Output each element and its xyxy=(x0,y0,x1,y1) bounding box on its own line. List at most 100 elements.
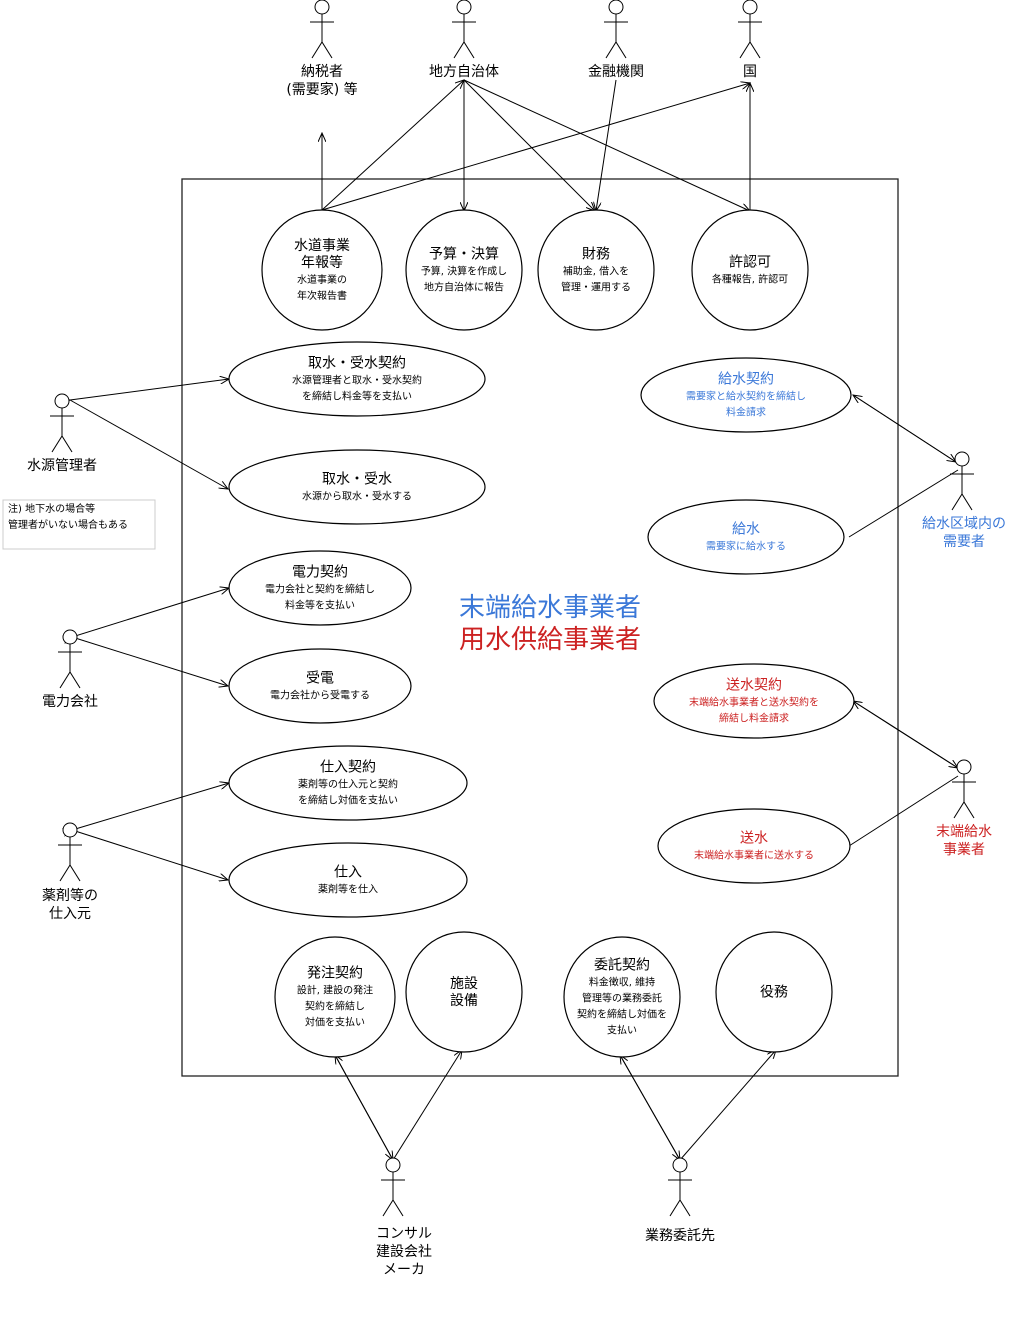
usecase-desc: 対価を支払い xyxy=(305,1016,365,1029)
usecase-title: 送水契約 xyxy=(726,678,782,694)
actor-label: 納税者 xyxy=(301,64,343,80)
usecase-desc: 料金請求 xyxy=(726,406,766,419)
actor-outsource: 業務委託先 xyxy=(645,1157,715,1244)
actor-label: 業務委託先 xyxy=(645,1228,715,1244)
usecase-ellipse xyxy=(228,842,468,918)
actor-label: 事業者 xyxy=(943,842,985,858)
usecase-ellipse xyxy=(228,550,412,626)
usecase-desc: 設計, 建設の発注 xyxy=(297,984,373,997)
usecase-desc: 管理・運用する xyxy=(561,281,631,294)
actor-taxpayer: 納税者(需要家) 等 xyxy=(286,0,358,98)
usecase-title: 委託契約 xyxy=(594,958,650,974)
usecase-desc: 水源管理者と取水・受水契約 xyxy=(292,374,422,387)
usecase-desc: 料金徴収, 維持 xyxy=(589,976,655,989)
usecase-ellipse xyxy=(228,745,468,821)
usecase-title: 許認可 xyxy=(729,255,771,271)
connectors xyxy=(70,80,958,1160)
note-box xyxy=(2,499,156,550)
usecase-ellipse xyxy=(640,357,852,433)
actor-label: 建設会社 xyxy=(376,1244,432,1260)
actor-label: 地方自治体 xyxy=(429,64,499,80)
actor-label: 国 xyxy=(743,64,757,80)
usecase-title: 年報等 xyxy=(301,254,343,271)
actor-chemical: 薬剤等の仕入元 xyxy=(42,822,98,922)
usecase-ellipse xyxy=(653,663,855,739)
usecase-ellipse xyxy=(405,209,523,331)
usecase-desc: 各種報告, 許認可 xyxy=(712,273,788,286)
usecase-title: 送水 xyxy=(740,831,768,847)
usecase-service: 役務 xyxy=(715,931,833,1053)
actor-label: 仕入元 xyxy=(49,906,91,922)
usecase-ellipse xyxy=(405,931,523,1053)
usecase-ellipse xyxy=(228,341,486,417)
actor-water-source: 水源管理者 xyxy=(27,393,97,474)
usecase-desc: 契約を締結し xyxy=(305,1000,365,1013)
usecase-ellipse xyxy=(691,209,809,331)
usecase-ellipse xyxy=(647,499,845,575)
actor-end-supplier: 末端給水事業者 xyxy=(936,759,992,858)
actor-label: 金融機関 xyxy=(588,64,644,80)
usecase-ellipse xyxy=(657,808,851,884)
usecase-desc: 予算, 決算を作成し xyxy=(421,265,507,278)
actor-label: (需要家) 等 xyxy=(286,81,357,98)
usecase-desc: 補助金, 借入を xyxy=(563,265,629,278)
usecase-title: 取水・受水契約 xyxy=(308,356,406,372)
usecase-desc: 料金等を支払い xyxy=(285,599,355,612)
actor-label: 電力会社 xyxy=(42,694,98,710)
usecase-title: 財務 xyxy=(582,247,610,263)
usecase-desc: 電力会社と契約を締結し xyxy=(265,583,375,596)
actor-label: メーカ xyxy=(383,1262,425,1278)
usecase-desc: 管理等の業務委託 xyxy=(582,992,662,1005)
actor-label: 需要者 xyxy=(943,534,985,550)
center-title-bulk-supplier: 用水供給事業者 xyxy=(459,625,641,655)
usecase-title: 仕入 xyxy=(334,865,362,881)
usecase-title: 水道事業 xyxy=(294,238,350,254)
usecase-desc: 末端給水事業者と送水契約を xyxy=(689,696,819,709)
usecase-desc: 年次報告書 xyxy=(297,289,347,302)
usecase-title: 予算・決算 xyxy=(429,247,499,263)
usecase-ellipse xyxy=(228,449,486,525)
usecase-desc: 地方自治体に報告 xyxy=(424,281,504,294)
usecase-desc: 締結し料金請求 xyxy=(719,712,789,725)
actor-label: コンサル xyxy=(376,1226,432,1242)
usecase-ellipse xyxy=(715,931,833,1053)
usecase-title: 取水・受水 xyxy=(322,472,392,488)
usecase-desc: 支払い xyxy=(607,1024,637,1037)
usecase-title: 仕入契約 xyxy=(320,760,376,776)
usecase-ellipse xyxy=(228,648,412,724)
usecase-desc: 契約を締結し対価を xyxy=(577,1008,667,1021)
usecase-desc: 末端給水事業者に送水する xyxy=(694,849,814,862)
usecase-desc: を締結し料金等を支払い xyxy=(302,390,412,403)
note-line-1: 注) 地下水の場合等 xyxy=(8,502,95,515)
usecase-ellipse xyxy=(274,936,396,1058)
usecase-title: 給水 xyxy=(732,522,760,538)
actor-power: 電力会社 xyxy=(42,629,98,710)
usecase-title: 電力契約 xyxy=(292,565,348,581)
actor-finance: 金融機関 xyxy=(588,0,644,80)
actor-label: 水源管理者 xyxy=(27,458,97,474)
usecase-desc: 電力会社から受電する xyxy=(270,689,370,702)
usecase-desc: を締結し対価を支払い xyxy=(298,794,398,807)
usecase-title: 施設 xyxy=(450,976,478,992)
usecase-title: 受電 xyxy=(306,671,334,687)
usecase-title: 役務 xyxy=(760,985,788,1001)
actor-label: 薬剤等の xyxy=(42,887,98,904)
usecase-desc: 薬剤等を仕入 xyxy=(318,883,378,896)
